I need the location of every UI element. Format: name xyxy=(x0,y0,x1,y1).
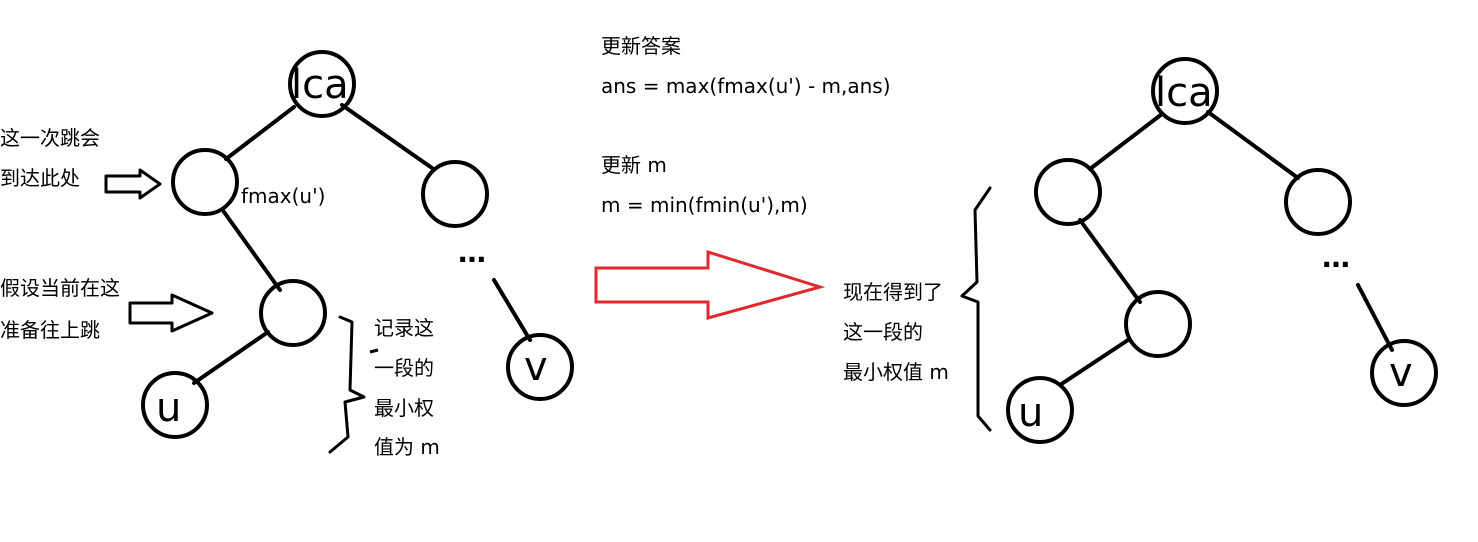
hollow-arrow-arrive xyxy=(104,168,162,200)
u-label: u xyxy=(156,385,182,431)
update-answer-title: 更新答案 xyxy=(601,34,681,58)
edge-r-lca-left xyxy=(1088,112,1164,171)
r-u-label: u xyxy=(1018,390,1044,436)
fmax-label: fmax(u') xyxy=(241,184,326,208)
brace-left xyxy=(328,315,366,454)
node-r-u xyxy=(1006,376,1074,444)
update-answer-formula: ans = max(fmax(u') - m,ans) xyxy=(601,74,891,98)
node-fmax xyxy=(171,148,239,216)
node-lca xyxy=(288,50,356,118)
stray-mark xyxy=(369,348,379,354)
brace-right xyxy=(960,186,992,432)
r-v-label: v xyxy=(1389,350,1413,396)
big-red-arrow xyxy=(594,249,826,320)
hollow-arrow-current xyxy=(128,293,214,333)
lca-label: lca xyxy=(291,62,349,108)
node-current xyxy=(259,279,327,347)
assume-here-note-line2: 准备往上跳 xyxy=(0,318,100,342)
node-r-v xyxy=(1370,339,1438,407)
node-u xyxy=(141,371,209,439)
record-min-note-line3: 最小权 xyxy=(374,396,434,420)
edge-lca-right xyxy=(340,103,434,170)
r-lca-label: lca xyxy=(1155,70,1213,116)
node-r-middle xyxy=(1124,290,1192,358)
edge-dots-v xyxy=(492,278,532,342)
edge-node2-u xyxy=(192,330,270,385)
record-min-note-line1: 记录这 xyxy=(374,316,434,340)
edge-r-node2-u xyxy=(1058,338,1130,387)
node-right-child xyxy=(421,160,489,228)
node-r-lca xyxy=(1151,57,1219,125)
record-min-note-line2: 一段的 xyxy=(374,356,434,380)
now-min-note-line2: 这一段的 xyxy=(843,320,923,344)
edge-node1-node2 xyxy=(222,210,282,292)
now-min-note-line3: 最小权值 m xyxy=(843,360,949,384)
node-r-right xyxy=(1284,168,1352,236)
edge-r-node1-node2 xyxy=(1078,218,1142,304)
edge-lca-left xyxy=(224,105,296,161)
update-m-title: 更新 m xyxy=(601,153,667,177)
r-ellipsis: … xyxy=(1322,241,1350,274)
jump-arrive-note-line2: 到达此处 xyxy=(0,166,80,190)
ellipsis: … xyxy=(458,236,486,269)
now-min-note-line1: 现在得到了 xyxy=(843,280,943,304)
node-r-left xyxy=(1034,158,1102,226)
edge-r-dots-v xyxy=(1356,283,1394,352)
node-v xyxy=(506,333,574,401)
v-label: v xyxy=(524,344,548,390)
update-m-formula: m = min(fmin(u'),m) xyxy=(601,193,808,217)
edge-r-lca-right xyxy=(1206,110,1300,180)
jump-arrive-note-line1: 这一次跳会 xyxy=(0,126,100,150)
assume-here-note-line1: 假设当前在这 xyxy=(0,276,120,300)
record-min-note-line4: 值为 m xyxy=(374,435,440,459)
